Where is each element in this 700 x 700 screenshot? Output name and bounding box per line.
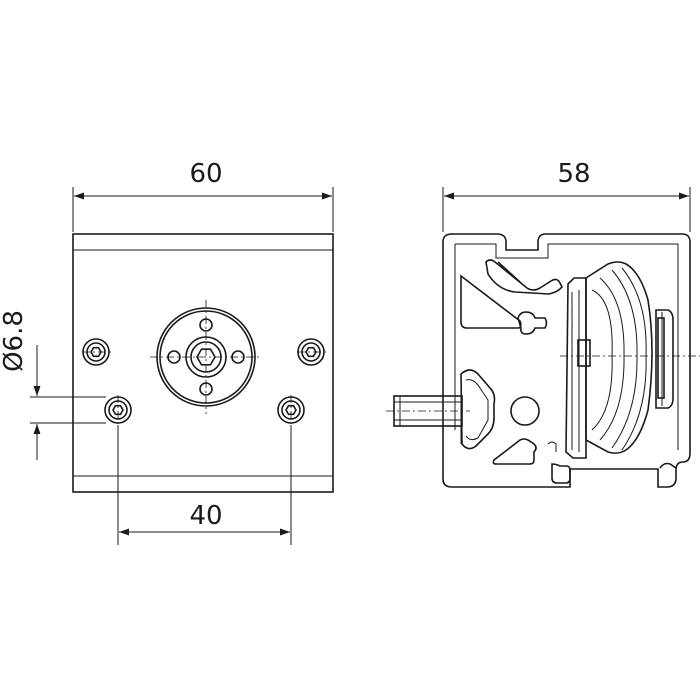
mounting-hole-right xyxy=(277,395,305,425)
grooved-wheel xyxy=(585,261,653,454)
keyhole-slot xyxy=(517,311,548,335)
screw-hex-icon xyxy=(90,346,102,358)
dimension-label-58: 58 xyxy=(557,159,590,189)
hub-bolt-hole xyxy=(231,350,245,364)
upper-slot xyxy=(485,259,563,295)
hub-bolt-hole xyxy=(199,318,213,332)
clamp-head xyxy=(460,369,496,450)
dimension-label-60: 60 xyxy=(189,159,222,189)
screw-left xyxy=(82,338,112,366)
hub-bolt-hole xyxy=(167,350,181,364)
hub-bolt-hole xyxy=(199,382,213,396)
triangle-cutout xyxy=(460,274,522,329)
wheel-carrier xyxy=(565,277,587,459)
dimension-front-width: 60 xyxy=(72,159,334,232)
center-hub xyxy=(150,300,262,414)
front-plate-outline xyxy=(72,233,334,493)
screw-hex-icon xyxy=(305,346,317,358)
lower-cutout xyxy=(492,438,537,465)
front-view: 60 40 Ø6.8 xyxy=(0,159,334,545)
hub-center-boss xyxy=(185,336,227,378)
mounting-hole-left xyxy=(104,395,132,425)
axle-washer xyxy=(655,309,674,409)
profile-outline xyxy=(442,233,691,488)
dimension-hole-spacing: 40 xyxy=(117,425,292,545)
bottom-slot xyxy=(551,463,571,484)
side-view: 58 xyxy=(386,159,700,488)
round-hole xyxy=(510,396,540,426)
hub-flange-circle xyxy=(156,307,256,407)
dimension-hole-diameter: Ø6.8 xyxy=(0,310,106,460)
dimension-label-40: 40 xyxy=(189,501,222,531)
hex-socket xyxy=(196,348,216,366)
dimension-side-width: 58 xyxy=(442,159,691,232)
stud-bolt xyxy=(386,395,470,427)
screw-right xyxy=(297,338,327,366)
dimension-label-diameter: Ø6.8 xyxy=(0,310,29,372)
